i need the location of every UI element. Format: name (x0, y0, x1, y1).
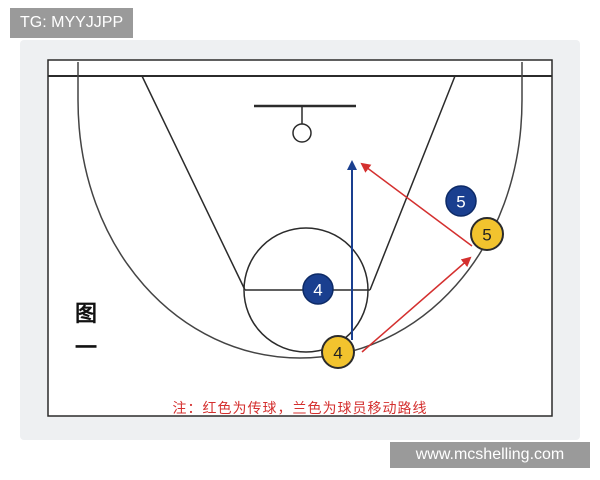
court-surface (47, 59, 553, 417)
player-blue-5-label: 5 (456, 193, 465, 212)
legend-note: 注：红色为传球，兰色为球员移动路线 (172, 401, 428, 417)
red-pass-line-to-5 (361, 256, 472, 353)
watermark-top: TG: MYYJJPP (10, 8, 134, 38)
player-blue-4: 4 (302, 273, 334, 305)
figure-label: 图一 (74, 302, 97, 361)
red-pass-line-from-5 (360, 162, 473, 247)
player-yellow-4-label: 4 (333, 344, 342, 363)
player-blue-5: 5 (445, 185, 477, 217)
free-throw-circle (243, 227, 369, 353)
player-yellow-5: 5 (470, 217, 504, 251)
player-yellow-5-label: 5 (482, 226, 491, 245)
player-blue-4-label: 4 (313, 281, 322, 300)
rim (292, 123, 312, 143)
three-point-line (77, 62, 523, 359)
watermark-bottom: www.mcshelling.com (390, 442, 590, 468)
player-yellow-4: 4 (321, 335, 355, 369)
